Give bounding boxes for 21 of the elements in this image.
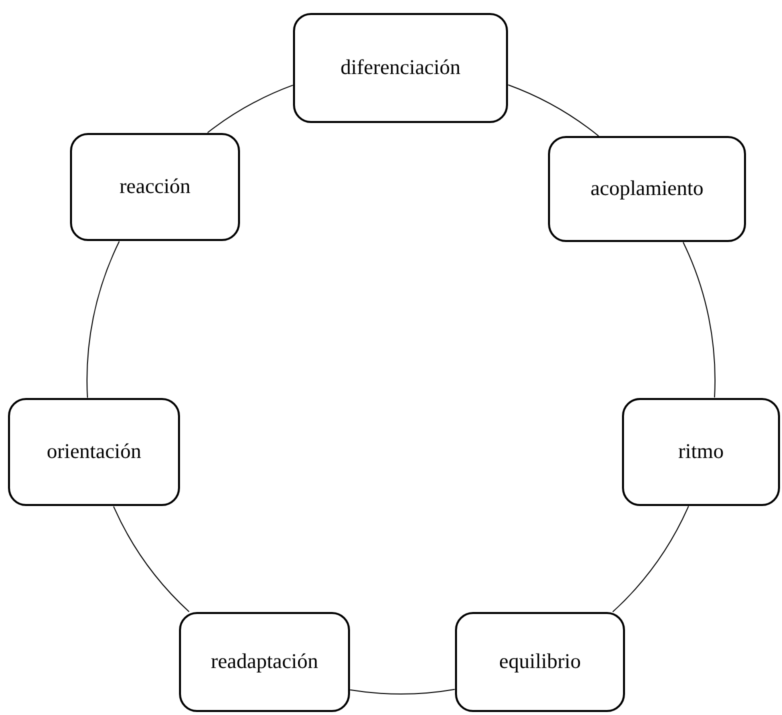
node-label: diferenciación [340, 54, 461, 82]
connector-arc [87, 240, 120, 398]
rounded-box [179, 612, 350, 712]
rounded-box [548, 136, 746, 242]
rounded-box [293, 13, 508, 123]
connector-arc [113, 506, 190, 612]
connector-arc [207, 84, 294, 134]
node-label: readaptación [210, 648, 318, 676]
node-label: equilibrio [499, 648, 581, 676]
node-label: ritmo [678, 438, 724, 466]
connector-arc [350, 688, 456, 694]
node-label: reacción [119, 173, 191, 200]
connector-arc [682, 242, 716, 398]
connector-arc [612, 506, 690, 612]
rounded-box [622, 398, 780, 506]
rounded-box [455, 612, 625, 712]
node-label: acoplamiento [590, 175, 704, 202]
node-label: orientación [46, 438, 142, 466]
rounded-box [8, 398, 180, 506]
connector-arc [508, 84, 600, 136]
rounded-box [70, 133, 240, 241]
